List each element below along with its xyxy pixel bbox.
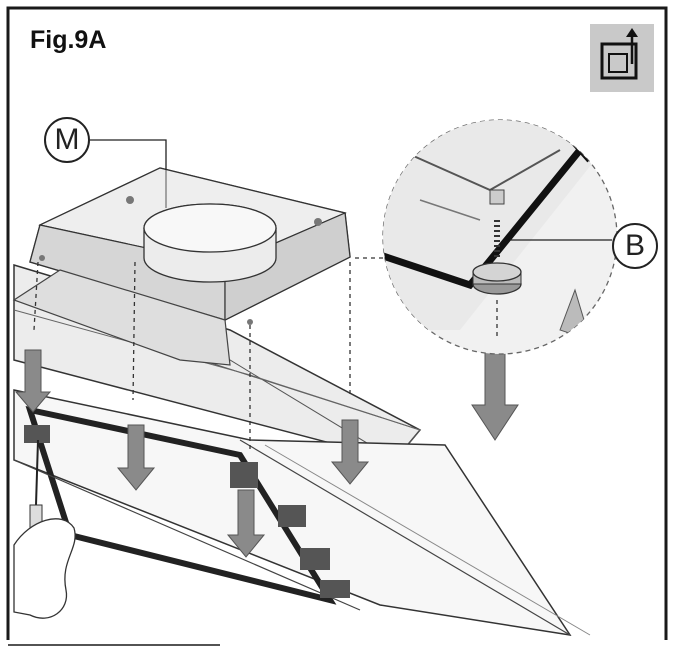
alignment-lines — [33, 257, 410, 450]
callout-b-label: B — [612, 223, 658, 269]
glass-panel — [13, 389, 591, 637]
zoom-detail — [382, 119, 618, 355]
hand-icon — [13, 518, 76, 619]
down-arrow-icon — [14, 349, 519, 558]
callout-m-leader — [90, 139, 167, 170]
callout-m-label: M — [44, 117, 90, 163]
motor-unit-m — [12, 166, 351, 366]
figure-title: Fig.9A — [30, 26, 107, 54]
exhaust-mode-badge — [590, 24, 654, 92]
exhaust-outlet-icon — [600, 28, 638, 80]
frame-border — [6, 6, 668, 640]
